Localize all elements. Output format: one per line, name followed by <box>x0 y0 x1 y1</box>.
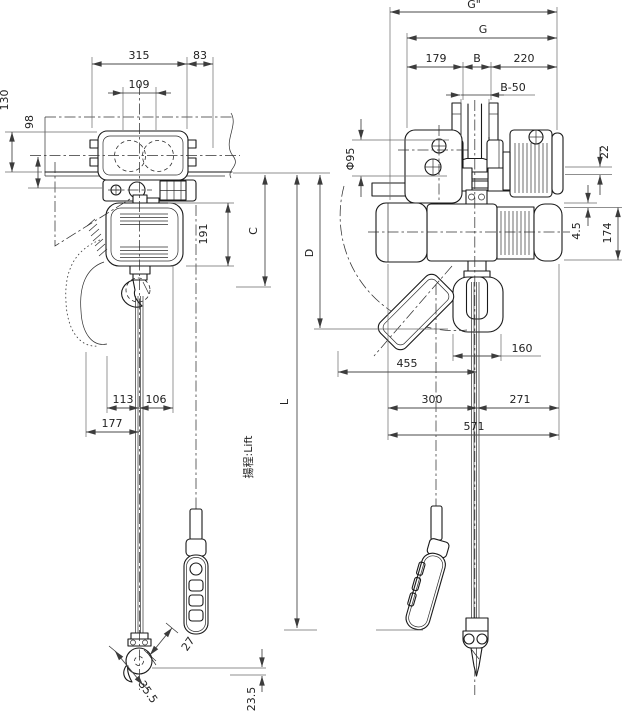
dim-label-G: G <box>479 23 488 36</box>
dim-label-106: 106 <box>146 393 167 406</box>
beam-break-line <box>228 112 236 179</box>
front-dimension-lines <box>9 61 300 692</box>
trolley-wheel-left <box>114 140 146 172</box>
motor-fins <box>514 143 548 193</box>
pendant-button <box>188 594 204 607</box>
hook-latch <box>471 649 480 660</box>
dim-label-phi95: Φ95 <box>344 148 357 171</box>
front-hoist-body <box>105 197 184 267</box>
pendant-button <box>188 579 204 592</box>
side-bottom-hook <box>462 617 489 677</box>
dim-label-83: 83 <box>193 49 207 62</box>
body-fins <box>120 213 168 258</box>
dim-label-455: 455 <box>397 357 418 370</box>
trolley-wheel-right <box>142 140 174 172</box>
pendant-button <box>188 609 204 622</box>
pendant-button <box>411 576 422 592</box>
hook-latch <box>142 281 150 295</box>
front-view: 315 83 109 130 98 191 C L 揚程:Lift 113 10… <box>0 49 330 711</box>
dim-label-315: 315 <box>129 49 150 62</box>
dim-label-220: 220 <box>514 52 535 65</box>
dim-label-98: 98 <box>23 115 36 129</box>
dim-label-177: 177 <box>102 417 123 430</box>
dim-label-191: 191 <box>197 224 210 245</box>
hatch-ticks <box>86 218 108 257</box>
dim-label-300: 300 <box>422 393 443 406</box>
front-top-hook <box>121 265 151 308</box>
dim-label-C: C <box>247 227 260 235</box>
dim-label-27: 27 <box>179 635 198 654</box>
dim-label-G2: G" <box>467 0 481 11</box>
dim-label-L: L <box>278 398 291 405</box>
dim-label-35.5: 35.5 <box>136 678 161 706</box>
front-pendant-controller <box>183 205 209 635</box>
dim-label-22: 22 <box>598 145 611 159</box>
dim-label-179: 179 <box>426 52 447 65</box>
pendant-button <box>416 561 426 576</box>
side-load-chain <box>471 282 480 620</box>
dim-label-160: 160 <box>512 342 533 355</box>
pendant-button <box>189 562 203 576</box>
dim-label-113: 113 <box>113 393 134 406</box>
dim-label-109: 109 <box>129 78 150 91</box>
tilted-chain-container <box>377 273 455 351</box>
dim-label-130: 130 <box>0 90 11 111</box>
side-view: G" G 179 B 220 B-50 Φ95 22 4.5 174 D 455… <box>303 0 622 695</box>
front-bottom-hook <box>123 632 157 683</box>
dim-label-23.5: 23.5 <box>245 687 258 712</box>
side-traverse-motor <box>502 129 564 198</box>
lift-annotation: 揚程:Lift <box>242 435 255 479</box>
side-dimension-lines <box>317 9 621 438</box>
front-load-chain <box>135 296 144 633</box>
pendant-button <box>407 592 417 607</box>
dim-label-B-50: B-50 <box>500 81 526 94</box>
dim-label-174: 174 <box>601 223 614 244</box>
dim-label-4.5: 4.5 <box>570 222 583 240</box>
hoist-motor-fins <box>500 211 530 255</box>
side-hoist-body <box>368 189 570 333</box>
trolley-bolt <box>89 139 99 149</box>
dim-label-B: B <box>473 52 481 65</box>
trolley-bolt <box>187 139 197 149</box>
side-pendant-controller <box>405 284 450 631</box>
dim-label-571: 571 <box>464 420 485 433</box>
dim-label-271: 271 <box>510 393 531 406</box>
trolley-bolt <box>187 157 197 167</box>
front-chain-bag <box>54 162 131 347</box>
side-gearcase <box>398 125 468 210</box>
dim-label-D: D <box>303 249 316 257</box>
trolley-bolt <box>89 157 99 167</box>
